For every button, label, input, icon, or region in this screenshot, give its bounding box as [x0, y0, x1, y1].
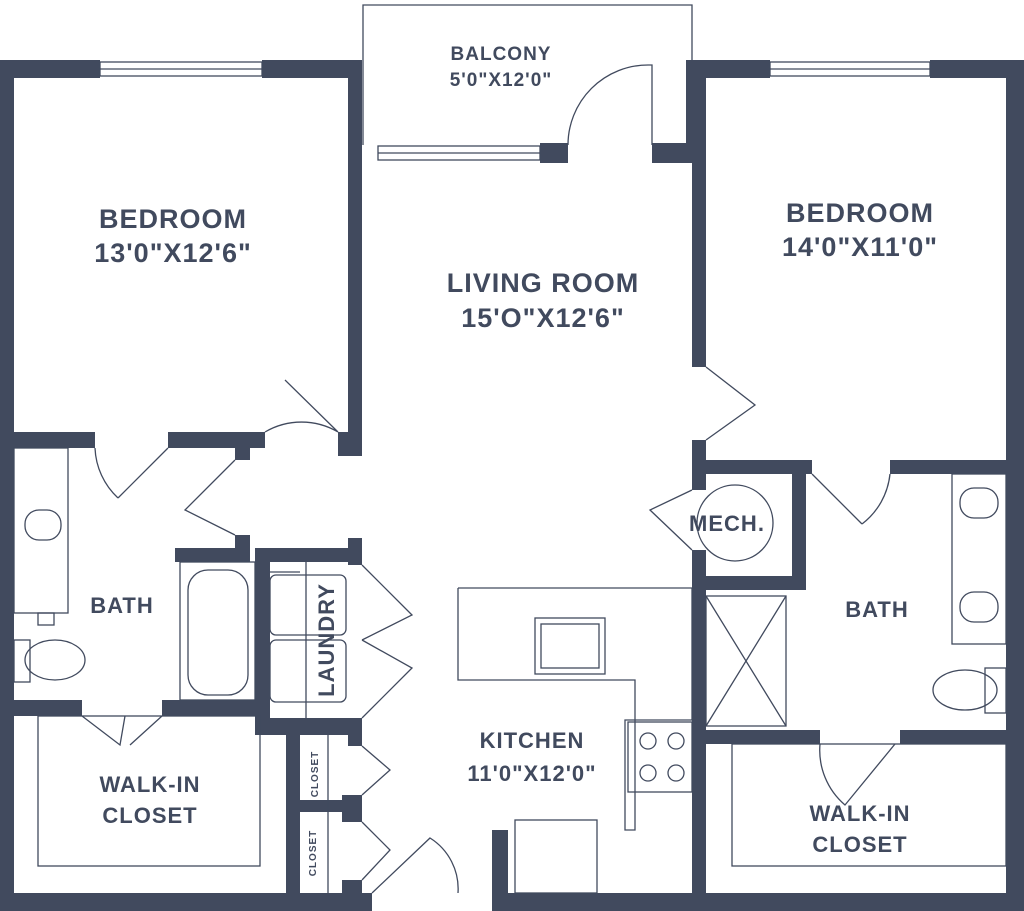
living-room-size: 15'O"X12'6" [461, 303, 625, 333]
closet-2-label: CLOSET [308, 830, 319, 877]
walkin-right-label-1: WALK-IN [809, 801, 910, 826]
balcony-label: BALCONY [451, 44, 552, 65]
walls [0, 60, 1024, 911]
bedroom-right-label: BEDROOM [786, 198, 934, 228]
balcony-size: 5'0"X12'0" [450, 70, 553, 91]
bedroom-left-size: 13'0"X12'6" [94, 238, 252, 268]
bath-right-label: BATH [845, 597, 908, 622]
bath-left-label: BATH [90, 593, 153, 618]
walkin-right-label-2: CLOSET [812, 832, 907, 857]
room-labels: BALCONY 5'0"X12'0" BEDROOM 13'0"X12'6" L… [90, 44, 938, 877]
bedroom-left-label: BEDROOM [99, 204, 247, 234]
laundry-label: LAUNDRY [314, 583, 339, 697]
doors [81, 64, 896, 894]
walkin-left-label-1: WALK-IN [99, 772, 200, 797]
bedroom-right-size: 14'0"X11'0" [782, 232, 938, 262]
kitchen-label: KITCHEN [480, 728, 585, 753]
walkin-left-label-2: CLOSET [102, 803, 197, 828]
closet-1-label: CLOSET [310, 751, 321, 798]
fixtures [13, 447, 1007, 894]
mech-label: MECH. [689, 511, 765, 536]
living-room-label: LIVING ROOM [447, 268, 640, 298]
kitchen-size: 11'0"X12'0" [467, 761, 596, 786]
windows [99, 61, 931, 161]
